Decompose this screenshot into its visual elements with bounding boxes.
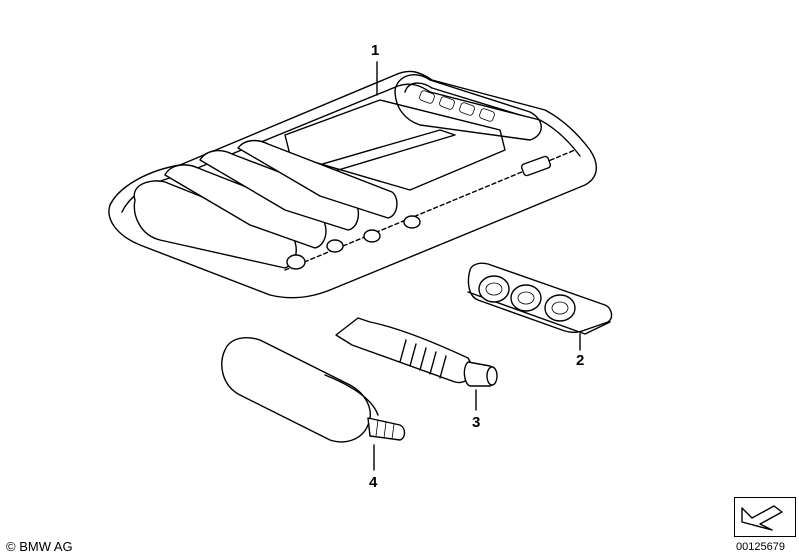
copyright-label: © BMW AG	[6, 539, 73, 554]
arrow-next-icon[interactable]	[741, 505, 783, 531]
callout-2: 2	[576, 352, 585, 369]
part-3-sealant-tube[interactable]	[335, 317, 498, 411]
document-number: 00125679	[736, 541, 785, 553]
part-4-gas-cartridge[interactable]	[221, 337, 406, 471]
callout-1: 1	[371, 42, 380, 59]
part-2-valve-tray[interactable]	[467, 262, 613, 351]
part-1-tool-bag[interactable]	[108, 61, 597, 299]
callout-3: 3	[472, 414, 481, 431]
callout-4: 4	[369, 474, 378, 491]
